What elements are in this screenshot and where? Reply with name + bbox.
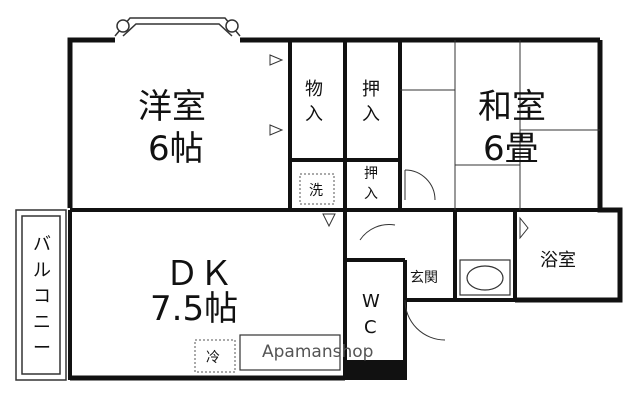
storage-label-2: 入: [305, 104, 323, 125]
door-markers: [269, 54, 529, 240]
western-room-name: 洋室: [138, 87, 206, 127]
balcony-outline: [15, 209, 67, 381]
door-swings: [359, 169, 446, 341]
interior-walls: [68, 40, 600, 380]
dk-size: 7.5帖: [150, 289, 238, 329]
tatami-lines: [400, 40, 600, 210]
bath-label: 浴室: [540, 250, 576, 271]
balcony-label-3: コ: [33, 286, 51, 307]
bay-window: [114, 17, 241, 37]
washer-label: 洗: [309, 183, 323, 199]
japanese-room-size: 6畳: [483, 129, 539, 169]
balcony-label-4: ニ: [33, 312, 51, 333]
closet-small-label-2: 入: [364, 186, 378, 202]
entrance-label: 玄関: [410, 269, 438, 286]
wc-label-2: C: [364, 317, 377, 338]
storage-label-1: 物: [305, 79, 323, 100]
japanese-room-name: 和室: [478, 87, 546, 127]
balcony-label-5: ー: [33, 338, 51, 359]
wc-base: [345, 360, 405, 380]
wc-label-1: W: [362, 291, 380, 312]
closet-small-label-1: 押: [364, 166, 378, 182]
wash-basin: [459, 259, 511, 296]
dk-name: ＤＫ: [165, 254, 233, 294]
balcony-label-1: バ: [33, 234, 51, 255]
kitchen-counter: [239, 334, 341, 371]
exterior-walls: [67, 37, 623, 381]
washer-area: [299, 173, 335, 205]
closet-top-label-2: 入: [362, 104, 380, 125]
western-room-size: 6帖: [148, 129, 204, 169]
fridge-area: [194, 339, 236, 373]
fridge-label: 冷: [206, 350, 220, 366]
balcony-label-2: ル: [33, 260, 51, 281]
closet-top-label-1: 押: [362, 79, 380, 100]
watermark: Apamanshop: [262, 342, 373, 362]
